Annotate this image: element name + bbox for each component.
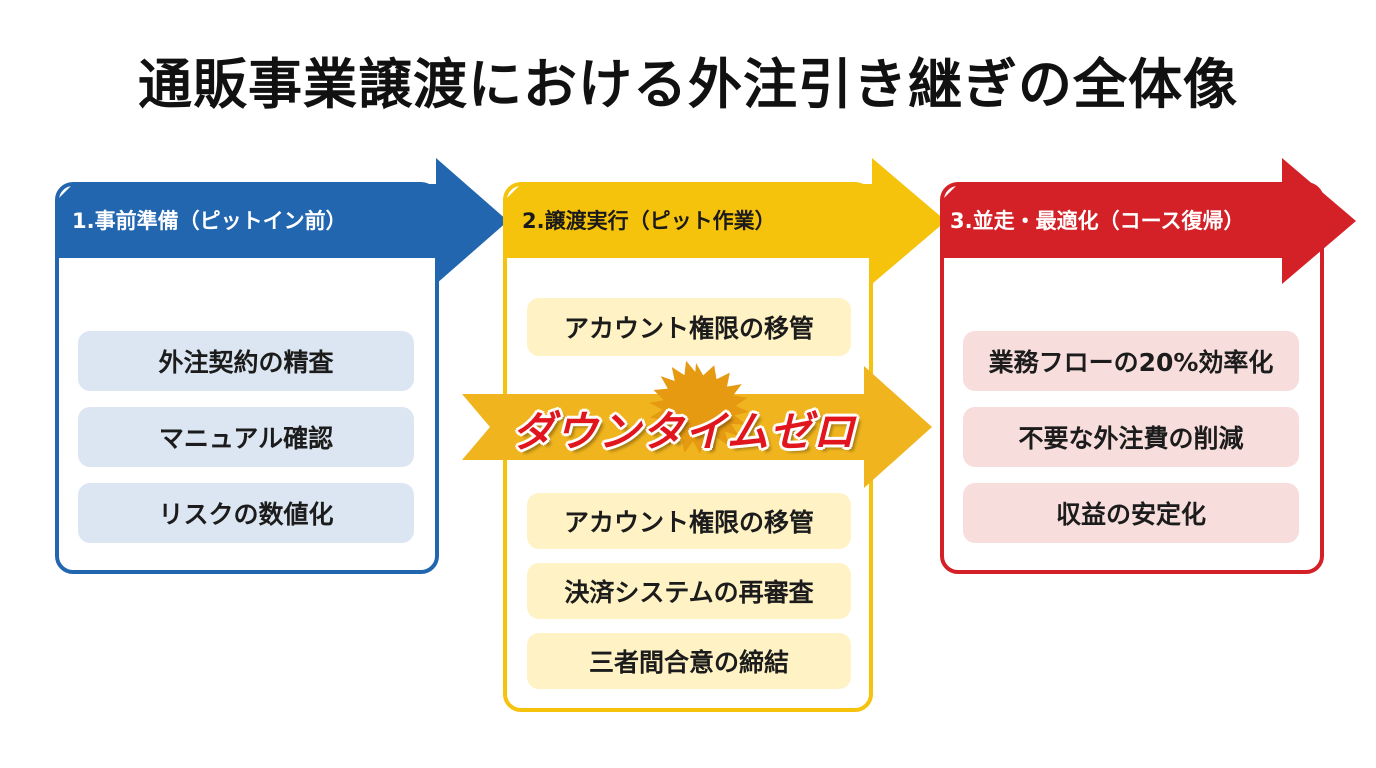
stage-3-title: 3.並走・最適化（コース復帰） <box>950 209 1245 233</box>
page-title: 通販事業譲渡における外注引き継ぎの全体像 <box>138 53 1238 116</box>
stage-2-title: 2.譲渡実行（ピット作業） <box>522 209 776 233</box>
stage-1-item: マニュアル確認 <box>78 407 414 467</box>
stage-3-item: 収益の安定化 <box>963 483 1299 543</box>
stage-3-item: 不要な外注費の削減 <box>963 407 1299 467</box>
stage-1-arrow <box>57 158 508 284</box>
stage-3-item: 業務フローの20%効率化 <box>963 331 1299 391</box>
stage-2-item: 三者間合意の締結 <box>527 633 851 689</box>
stage-1-item: リスクの数値化 <box>78 483 414 543</box>
stage-1-title: 1.事前準備（ピットイン前） <box>72 209 347 233</box>
downtime-zero-banner: ダウンタイムゼロ <box>512 406 856 456</box>
stage-1-item: 外注契約の精査 <box>78 331 414 391</box>
banner-shape <box>462 360 932 488</box>
stage-3-arrow <box>942 158 1356 284</box>
stage-2-item: アカウント権限の移管 <box>527 298 851 356</box>
starburst-icon <box>649 360 750 454</box>
stage-2-item: 決済システムの再審査 <box>527 563 851 619</box>
stage-2-item: アカウント権限の移管 <box>527 493 851 549</box>
stage-2-arrow <box>505 158 946 284</box>
